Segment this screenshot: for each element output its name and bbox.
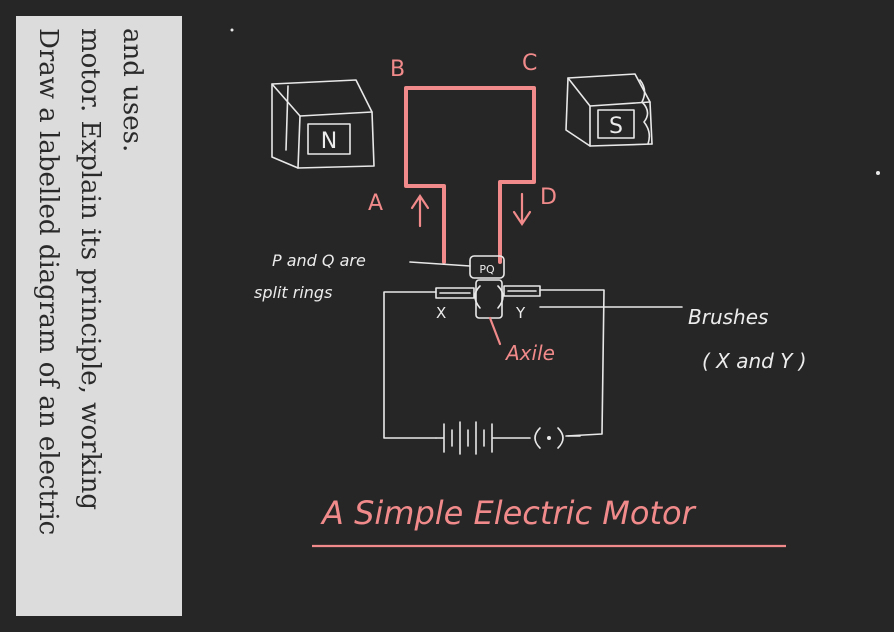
split-rings-pointer — [409, 261, 471, 267]
split-rings: PQ — [469, 255, 505, 319]
axle-label: Axile — [504, 341, 555, 365]
battery-icon — [435, 421, 531, 455]
label-a: A — [368, 191, 383, 216]
coil-abcd — [404, 86, 536, 264]
north-magnet: N — [271, 79, 375, 169]
label-d: D — [540, 185, 557, 210]
label-b: B — [390, 57, 405, 82]
label-c: C — [522, 51, 537, 76]
pole-n-label: N — [321, 129, 337, 154]
circuit-wire-left — [383, 291, 437, 439]
split-rings-note-1: P and Q are — [272, 251, 366, 270]
arrow-down-icon — [512, 192, 532, 226]
split-rings-note-2: split rings — [254, 283, 332, 302]
south-magnet: S — [565, 73, 653, 147]
brushes-label-1: Brushes — [688, 305, 768, 329]
circuit-wire-right — [539, 289, 605, 437]
diagram-title: A Simple Electric Motor — [320, 494, 697, 532]
arrow-up-icon — [410, 194, 430, 228]
brushes-label-2: ( X and Y ) — [702, 349, 807, 373]
stray-dot — [876, 171, 880, 175]
switch-key-icon — [534, 427, 581, 449]
stray-dot — [230, 28, 234, 32]
brush-y-label: Y — [515, 304, 526, 322]
axle-pointer — [488, 316, 502, 346]
brushes — [435, 285, 541, 299]
ring-pq-label: PQ — [479, 263, 495, 276]
brush-x-label: X — [436, 304, 446, 322]
question-photo: Draw a labelled diagram of an electric m… — [16, 16, 182, 616]
pole-s-label: S — [609, 114, 623, 139]
